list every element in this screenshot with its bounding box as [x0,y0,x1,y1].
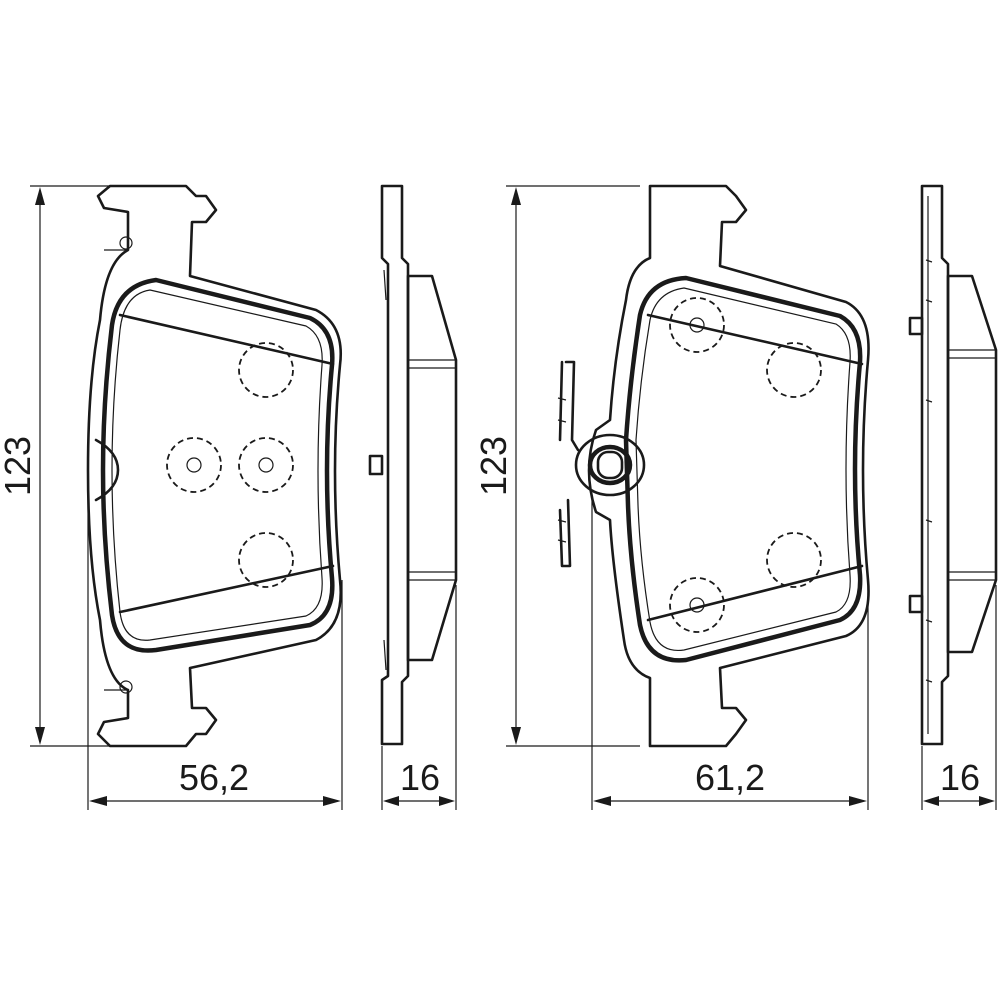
pad2-hole [766,342,822,398]
pad1-front-view [86,184,342,748]
pad1-width-label: 56,2 [179,757,249,798]
pad1-hole [238,342,294,398]
pad1-backing-plate [86,184,342,748]
pad2-side-lining [946,274,998,654]
pad1-friction-lining [100,277,335,653]
pad2-friction-lining [623,275,863,663]
pad2-hole [669,297,725,353]
pad2-height-dimension: 123 [473,185,640,747]
pad2-height-label: 123 [473,436,514,496]
pad1-height-dimension: 123 [0,185,185,747]
pad2-front-view [557,184,870,748]
pad1-thickness-dimension: 16 [381,585,457,810]
pad1-hole [238,437,294,493]
pad1-side-backing [380,184,410,746]
pad2-wear-sensor [558,360,580,568]
pad1-side-view [368,184,458,746]
pad2-width-dimension: 61,2 [591,500,869,810]
pad1-hole [238,532,294,588]
pad2-side-backing [920,184,950,746]
pad2-thickness-label: 16 [940,757,980,798]
pad2-side-view [908,184,998,746]
pad2-width-label: 61,2 [695,757,765,798]
pad2-hole [766,532,822,588]
pad1-notch [94,438,120,502]
pad2-sensor-eye [574,433,646,497]
pad2-backing-plate [587,184,870,748]
pad1-hole [166,437,222,493]
pad2-thickness-dimension: 16 [921,585,997,810]
pad1-height-label: 123 [0,436,38,496]
pad1-width-dimension: 56,2 [87,470,343,810]
pad1-side-lining [406,274,458,662]
pad1-thickness-label: 16 [400,757,440,798]
pad2-hole [669,577,725,633]
